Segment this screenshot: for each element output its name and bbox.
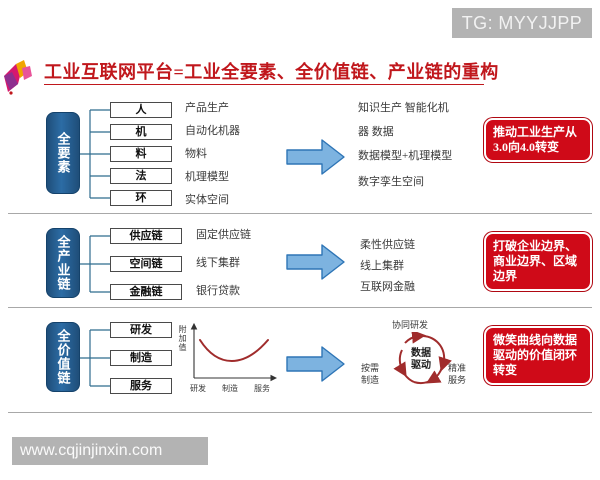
row-divider xyxy=(8,213,592,214)
row1-right-desc-2: 数据模型+机理模型 xyxy=(358,150,453,162)
row3-connector xyxy=(80,329,110,387)
row1-left-desc-1: 自动化机器 xyxy=(185,125,240,137)
chip-element-2: 料 xyxy=(110,146,172,162)
chip-chain-0: 供应链 xyxy=(110,228,182,244)
row2-right-desc-1: 线上集群 xyxy=(360,260,404,272)
row2-left-desc-0: 固定供应链 xyxy=(196,229,251,241)
row1-left-desc-3: 机理模型 xyxy=(185,171,229,183)
circle-label-left-2: 制造 xyxy=(361,375,380,385)
row1-right-desc-3: 数字孪生空间 xyxy=(358,176,424,188)
row2-left-desc-2: 银行贷款 xyxy=(196,285,240,297)
site-watermark: www.cqjinjinxin.com xyxy=(12,437,208,465)
circle-label-left-1: 按需 xyxy=(361,363,380,373)
callout-row2: 打破企业边界、商业边界、区域边界 xyxy=(484,232,592,291)
chip-element-4: 环 xyxy=(110,190,172,206)
circle-center-line2: 驱动 xyxy=(411,360,431,371)
chip-chain-2: 金融链 xyxy=(110,284,182,300)
chip-value-0: 研发 xyxy=(110,322,172,338)
row1-connector xyxy=(80,109,110,199)
row2-right-desc-2: 互联网金融 xyxy=(360,281,415,293)
circle-label-right-1: 精准 xyxy=(448,363,467,373)
chip-value-2: 服务 xyxy=(110,378,172,394)
chart-xtick-1: 制造 xyxy=(222,384,238,393)
right-arrow-icon-row1 xyxy=(286,139,345,175)
callout-row1: 推动工业生产从3.0向4.0转变 xyxy=(484,118,592,162)
smile-curve-chart xyxy=(190,322,278,382)
circle-label-top: 协同研发 xyxy=(392,320,429,330)
chart-ylabel: 附加值 xyxy=(178,325,187,352)
pill-industry-chain: 全产业链 xyxy=(46,228,80,298)
chip-element-3: 法 xyxy=(110,168,172,184)
row1-left-desc-2: 物料 xyxy=(185,148,207,160)
pill-all-elements: 全要素 xyxy=(46,112,80,194)
circle-center-line1: 数据 xyxy=(411,348,431,359)
chart-xtick-2: 服务 xyxy=(254,384,270,393)
circular-arrows-icon xyxy=(393,332,452,385)
row-divider xyxy=(8,307,592,308)
callout-row3: 微笑曲线向数据驱动的价值闭环转变 xyxy=(484,326,592,385)
right-arrow-icon-row3 xyxy=(286,346,345,382)
chip-element-1: 机 xyxy=(110,124,172,140)
row1-right-desc-1: 器 数据 xyxy=(358,126,394,138)
row-divider xyxy=(8,412,592,413)
page-title: 工业互联网平台=工业全要素、全价值链、产业链的重构 xyxy=(44,62,499,82)
tg-watermark: TG: MYYJJPP xyxy=(452,8,592,38)
circle-label-right-2: 服务 xyxy=(448,375,467,385)
row2-left-desc-1: 线下集群 xyxy=(196,257,240,269)
right-arrow-icon-row2 xyxy=(286,244,345,280)
row1-left-desc-4: 实体空间 xyxy=(185,194,229,206)
chart-xtick-0: 研发 xyxy=(190,384,206,393)
title-underline xyxy=(44,84,484,85)
chip-chain-1: 空间链 xyxy=(110,256,182,272)
row2-connector xyxy=(80,235,110,293)
brand-logo-icon xyxy=(4,60,32,95)
row1-left-desc-0: 产品生产 xyxy=(185,102,229,114)
row2-right-desc-0: 柔性供应链 xyxy=(360,239,415,251)
chip-element-0: 人 xyxy=(110,102,172,118)
chip-value-1: 制造 xyxy=(110,350,172,366)
row1-right-desc-0: 知识生产 智能化机 xyxy=(358,102,449,114)
pill-value-chain: 全价值链 xyxy=(46,322,80,392)
